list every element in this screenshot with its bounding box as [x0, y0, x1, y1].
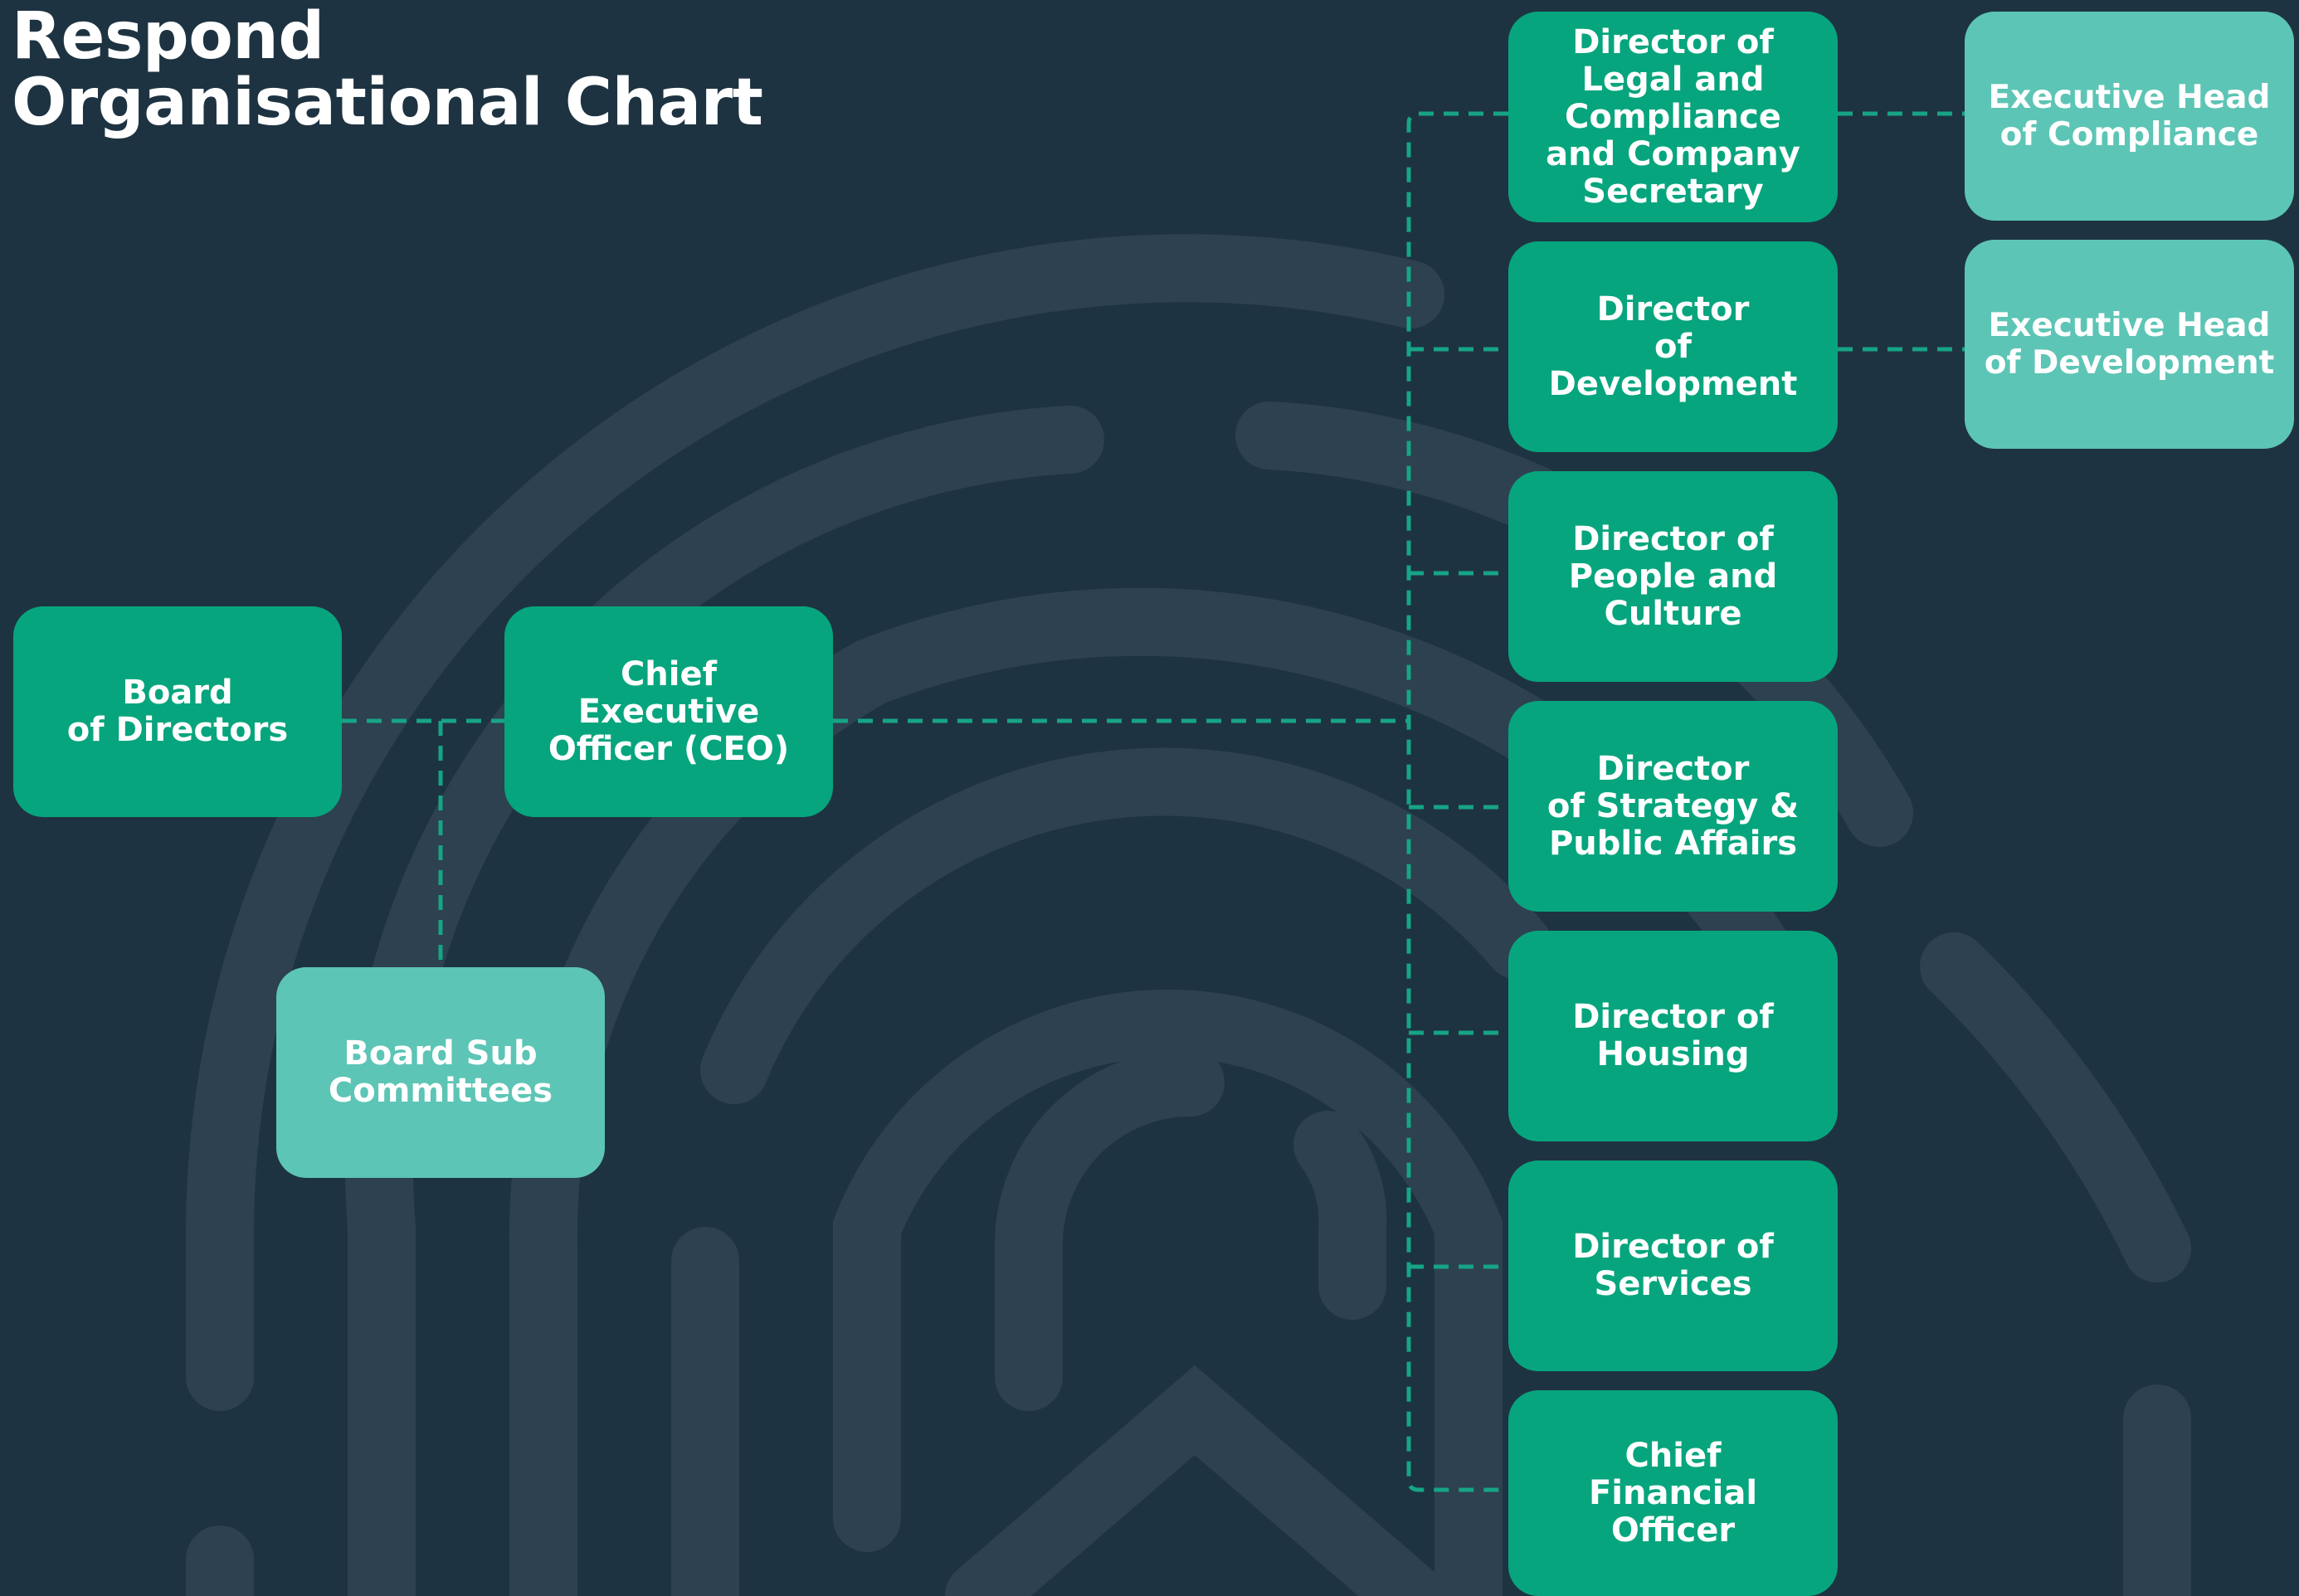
ceo-label: Chief Executive Officer (CEO)	[548, 654, 790, 768]
chart-title: Respond Organisational Chart	[12, 0, 763, 140]
chart-title-line-1: Respond	[12, 0, 324, 74]
director-housing-node: Director of Housing	[1508, 931, 1838, 1141]
director-housing-label: Director of Housing	[1572, 998, 1774, 1073]
ceo-node: Chief Executive Officer (CEO)	[504, 606, 833, 817]
chief-financial-officer-node: Chief Financial Officer	[1508, 1390, 1838, 1596]
director-people-culture-node: Director of People and Culture	[1508, 471, 1838, 682]
executive-head-development-label: Executive Head of Development	[1984, 307, 2275, 382]
director-services-label: Director of Services	[1572, 1228, 1774, 1303]
executive-head-compliance-node: Executive Head of Compliance	[1965, 12, 2294, 221]
executive-head-compliance-label: Executive Head of Compliance	[1988, 79, 2271, 153]
chart-title-line-2: Organisational Chart	[12, 66, 763, 140]
board-of-directors-node: Board of Directors	[13, 606, 342, 817]
board-of-directors-label: Board of Directors	[66, 674, 289, 749]
director-development-node: Director of Development	[1508, 241, 1838, 452]
director-services-node: Director of Services	[1508, 1161, 1838, 1371]
director-development-label: Director of Development	[1548, 290, 1798, 403]
director-legal-compliance-label: Director of Legal and Compliance and Com…	[1546, 22, 1800, 211]
chief-financial-officer-label: Chief Financial Officer	[1588, 1436, 1758, 1550]
executive-head-development-node: Executive Head of Development	[1965, 240, 2294, 449]
director-strategy-public-affairs-node: Director of Strategy & Public Affairs	[1508, 701, 1838, 912]
board-sub-committees-node: Board Sub Committees	[276, 967, 605, 1178]
director-legal-compliance-node: Director of Legal and Compliance and Com…	[1508, 12, 1838, 222]
director-strategy-public-affairs-label: Director of Strategy & Public Affairs	[1546, 749, 1800, 863]
director-people-culture-label: Director of People and Culture	[1568, 519, 1778, 633]
board-sub-committees-label: Board Sub Committees	[328, 1034, 553, 1110]
